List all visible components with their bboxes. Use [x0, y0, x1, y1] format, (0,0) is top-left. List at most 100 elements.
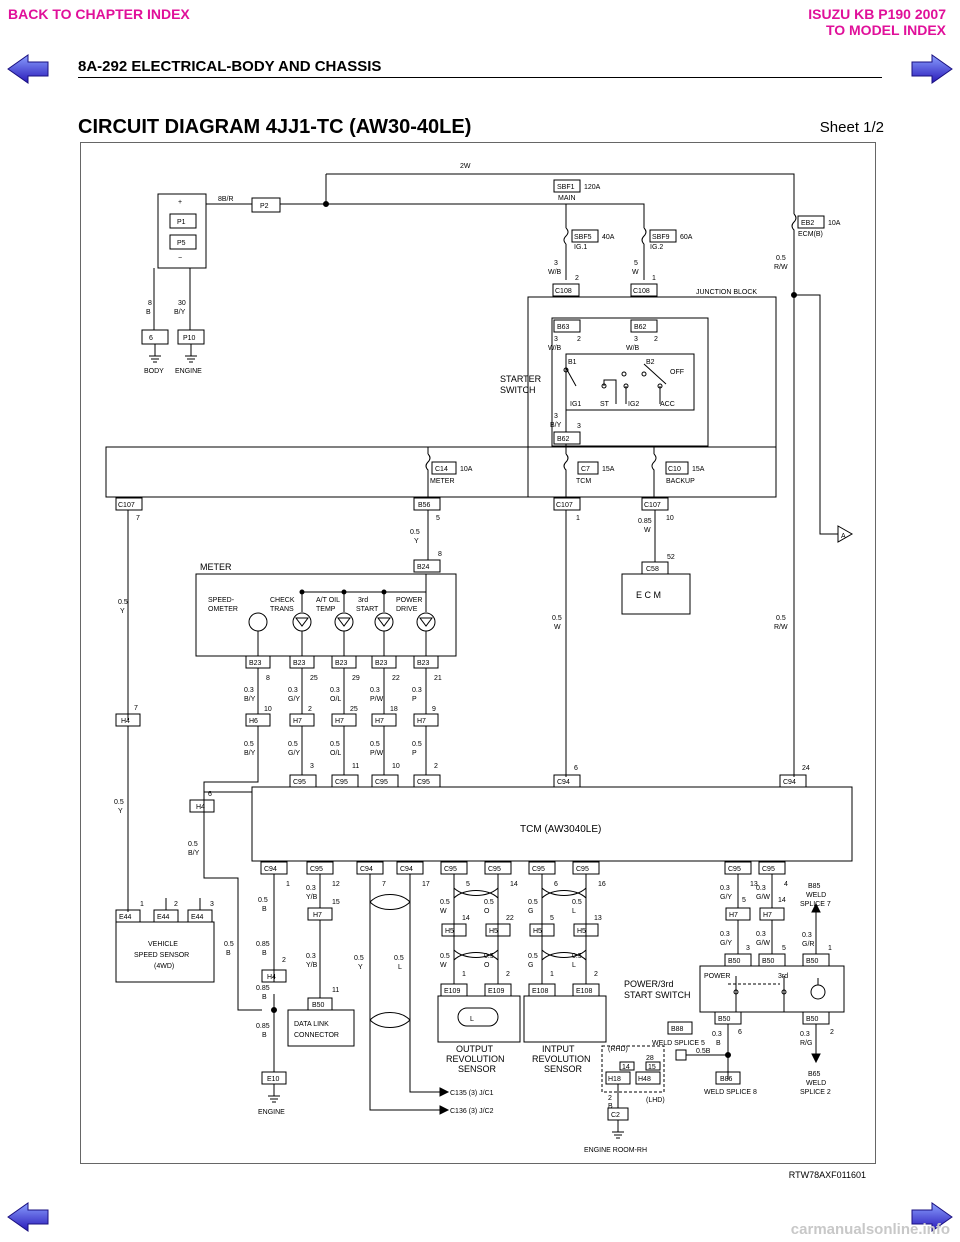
svg-text:ENGINE: ENGINE [175, 368, 202, 375]
svg-text:6: 6 [208, 791, 212, 798]
model-index-link[interactable]: ISUZU KB P190 2007 TO MODEL INDEX [808, 6, 946, 38]
svg-text:C107: C107 [118, 502, 135, 509]
svg-text:15A: 15A [602, 466, 615, 473]
wire-label: 2 [434, 763, 438, 770]
connector-e109-label: E109 [488, 988, 504, 995]
back-to-chapter-link[interactable]: BACK TO CHAPTER INDEX [8, 6, 190, 22]
svg-text:C14: C14 [435, 466, 448, 473]
next-page-arrow-icon[interactable] [910, 52, 954, 86]
wire [737, 874, 817, 954]
connector-h5 [441, 923, 467, 937]
wire-label: 22 [506, 915, 514, 922]
wire-label: 10 [392, 763, 400, 770]
svg-text:2: 2 [830, 1029, 834, 1036]
svg-text:H4: H4 [196, 804, 205, 811]
svg-text:H4: H4 [121, 718, 130, 725]
svg-text:15: 15 [332, 899, 340, 906]
connector-e108-label: E108 [532, 988, 548, 995]
wire-label: 8 [266, 675, 270, 682]
connector-h5 [573, 923, 599, 937]
svg-text:3rd: 3rd [358, 597, 368, 604]
connector-h7-label: H7 [729, 912, 738, 919]
next-page-arrow-bottom-icon[interactable] [910, 1200, 954, 1234]
connector-b23-label: B23 [335, 660, 348, 667]
svg-text:IG.1: IG.1 [574, 244, 587, 251]
svg-text:B: B [226, 950, 231, 957]
wire-label: G/W [756, 940, 770, 947]
svg-text:6: 6 [149, 335, 153, 342]
svg-text:TRANS: TRANS [270, 606, 294, 613]
tcm-label: TCM (AW3040LE) [520, 824, 601, 835]
svg-text:Y: Y [358, 964, 363, 971]
svg-text:2: 2 [608, 1095, 612, 1102]
wire [541, 949, 587, 961]
svg-text:1: 1 [576, 515, 580, 522]
wire-label: 14 [778, 897, 786, 904]
svg-text:15A: 15A [692, 466, 705, 473]
svg-text:2: 2 [174, 901, 178, 908]
svg-text:BODY: BODY [144, 368, 164, 375]
svg-text:BACKUP: BACKUP [666, 478, 695, 485]
svg-text:SPEED SENSOR: SPEED SENSOR [134, 952, 189, 959]
svg-text:3: 3 [554, 413, 558, 420]
svg-text:0.5: 0.5 [118, 599, 128, 606]
svg-text:B: B [608, 1103, 613, 1110]
svg-text:0.5: 0.5 [224, 941, 234, 948]
wire-label: 17 [422, 881, 430, 888]
svg-text:6: 6 [738, 1029, 742, 1036]
svg-text:(4WD): (4WD) [154, 963, 174, 970]
svg-text:2: 2 [575, 275, 579, 282]
svg-text:8: 8 [438, 551, 442, 558]
wire [203, 775, 259, 792]
svg-text:Y/B: Y/B [306, 894, 318, 901]
model-index-line2: TO MODEL INDEX [825, 22, 946, 38]
svg-text:SPLICE 2: SPLICE 2 [800, 1089, 831, 1096]
wire-label: G [528, 962, 533, 969]
svg-text:0.3: 0.3 [800, 1031, 810, 1038]
svg-text:B50: B50 [312, 1002, 325, 1009]
svg-text:P2: P2 [260, 203, 269, 210]
prev-page-arrow-bottom-icon[interactable] [6, 1200, 50, 1234]
diagram-title: CIRCUIT DIAGRAM 4JJ1-TC (AW30-40LE) [78, 116, 472, 138]
wire-label: O/L [330, 696, 341, 703]
wire-label: G/Y [720, 894, 732, 901]
svg-text:W/B: W/B [626, 345, 640, 352]
wire-label: P/W [370, 696, 384, 703]
wire-label: 0.5 [244, 741, 254, 748]
svg-text:0.3: 0.3 [802, 932, 812, 939]
wire-label: 2 [594, 971, 598, 978]
connector-c94-label: C94 [400, 866, 413, 873]
svg-text:B: B [262, 906, 267, 913]
wire-label: G [528, 908, 533, 915]
svg-text:3: 3 [634, 336, 638, 343]
svg-text:B/Y: B/Y [174, 309, 186, 316]
svg-text:E44: E44 [191, 914, 204, 921]
svg-text:C108: C108 [555, 288, 572, 295]
prev-page-arrow-icon[interactable] [6, 52, 50, 86]
svg-text:POWER/3rd: POWER/3rd [624, 979, 674, 989]
svg-text:SWITCH: SWITCH [500, 385, 536, 395]
wire-label: P [412, 750, 417, 757]
wire-label: 10 [264, 706, 272, 713]
connector-c95-label: C95 [375, 779, 388, 786]
wire-label: 13 [750, 881, 758, 888]
wire-label: 0.3 [370, 687, 380, 694]
svg-text:W: W [644, 527, 651, 534]
wire-label: 3 [746, 945, 750, 952]
svg-text:W: W [554, 624, 561, 631]
svg-text:B85: B85 [808, 883, 821, 890]
connector-b50-label: B50 [728, 958, 741, 965]
svg-text:B: B [262, 994, 267, 1001]
connector-b50-label: B50 [806, 1016, 819, 1023]
wire-label: 0.5 [572, 953, 582, 960]
svg-text:52: 52 [667, 554, 675, 561]
svg-text:L: L [398, 964, 402, 971]
wire [453, 949, 499, 961]
wire-label: B/Y [244, 750, 256, 757]
connector-h5-label: H5 [445, 928, 454, 935]
svg-text:0.5: 0.5 [552, 615, 562, 622]
wire-label: 25 [310, 675, 318, 682]
svg-text:0.85: 0.85 [256, 985, 270, 992]
wire [453, 874, 499, 984]
svg-text:SENSOR: SENSOR [458, 1064, 497, 1074]
